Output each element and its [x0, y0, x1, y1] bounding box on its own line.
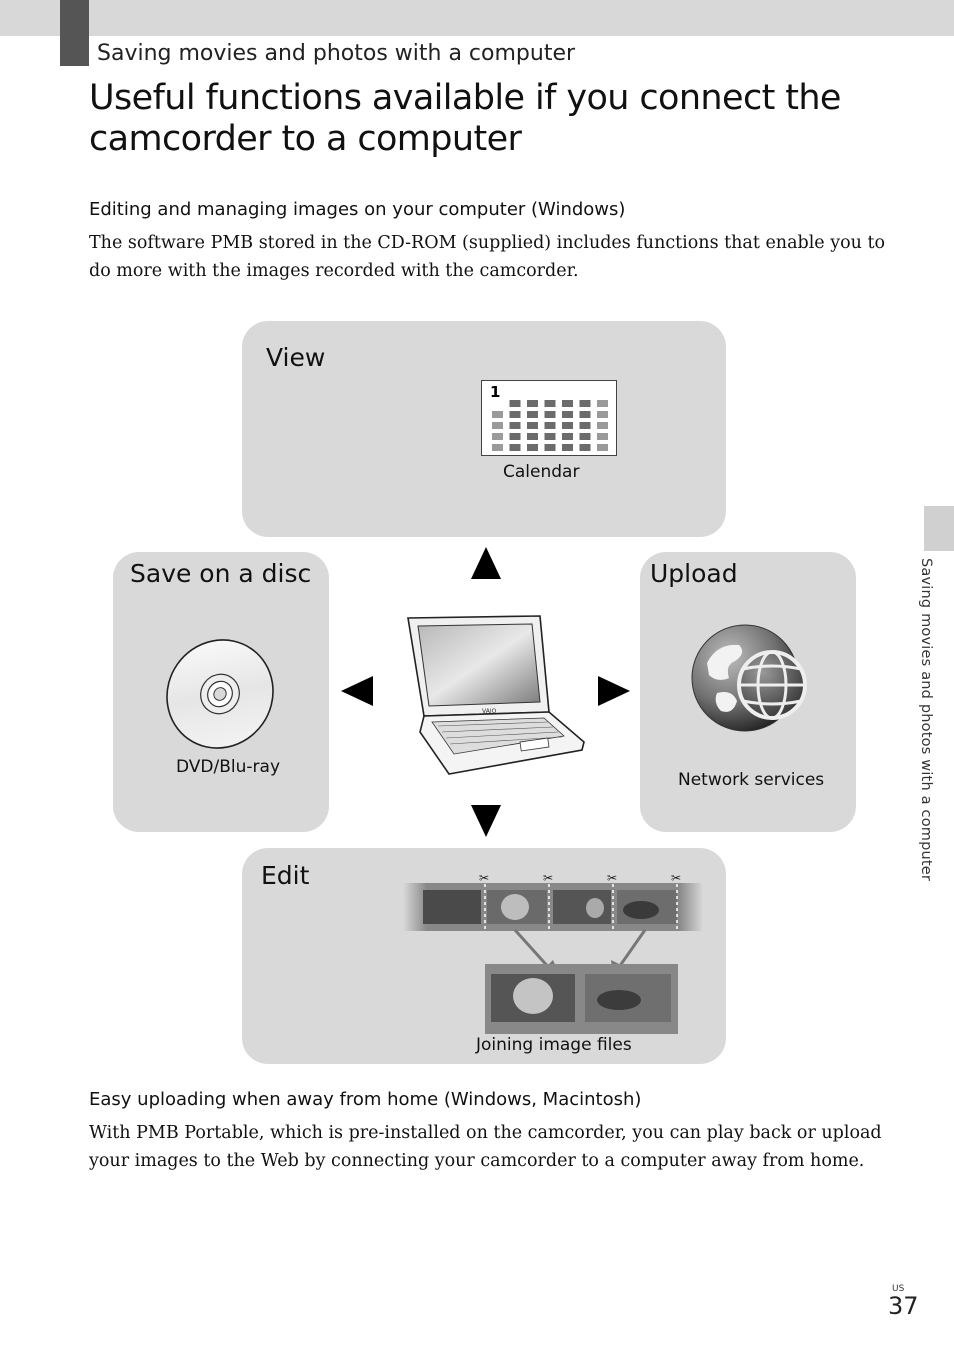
- side-tab-label: Saving movies and photos with a computer: [918, 558, 934, 882]
- section2-body: With PMB Portable, which is pre-installe…: [89, 1123, 882, 1171]
- svg-text:✂: ✂: [671, 871, 681, 885]
- disc-caption: DVD/Blu-ray: [176, 757, 281, 777]
- calendar-icon: 1: [481, 380, 617, 456]
- section2-heading: Easy uploading when away from home (Wind…: [89, 1089, 642, 1110]
- arrow-left-icon: [341, 676, 373, 706]
- upload-title: Upload: [650, 559, 738, 588]
- edit-title: Edit: [261, 861, 310, 890]
- film-strip-icon: ✂ ✂ ✂ ✂: [403, 871, 703, 1034]
- svg-text:✂: ✂: [479, 871, 489, 885]
- svg-text:✂: ✂: [607, 871, 617, 885]
- arrow-down-icon: [471, 805, 501, 837]
- page-number: 37: [888, 1292, 919, 1320]
- region-code: US: [892, 1284, 905, 1294]
- globe-icon: [691, 624, 807, 732]
- save-title: Save on a disc: [130, 559, 312, 588]
- svg-text:VAIO: VAIO: [482, 708, 497, 715]
- network-caption: Network services: [678, 770, 825, 790]
- calendar-caption: Calendar: [503, 462, 580, 482]
- svg-text:✂: ✂: [543, 871, 553, 885]
- section-title: Saving movies and photos with a computer: [97, 41, 576, 66]
- section1-heading: Editing and managing images on your comp…: [89, 199, 626, 220]
- section1-body: The software PMB stored in the CD-ROM (s…: [89, 233, 886, 281]
- disc-icon: [166, 639, 274, 749]
- svg-text:1: 1: [490, 383, 500, 401]
- join-caption: Joining image files: [476, 1035, 632, 1055]
- header-bar: [0, 0, 954, 36]
- arrow-right-icon: [598, 676, 630, 706]
- page-title: Useful functions available if you connec…: [89, 78, 841, 159]
- view-title: View: [266, 343, 326, 372]
- laptop-icon: VAIO: [407, 615, 585, 775]
- section-marker: [60, 0, 89, 66]
- arrow-up-icon: [471, 547, 501, 579]
- side-tab: [924, 506, 954, 551]
